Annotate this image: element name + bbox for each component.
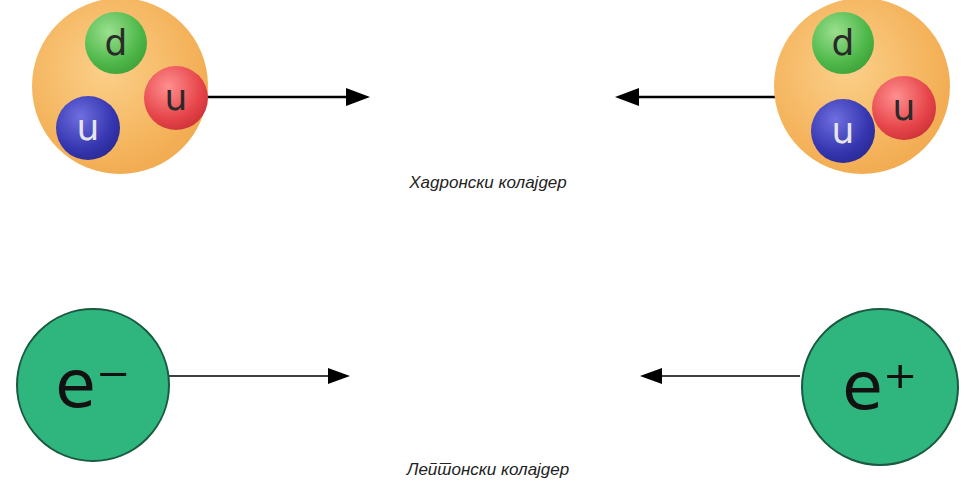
particle-symbol: e⁺ bbox=[842, 354, 917, 420]
quark-circle: u bbox=[56, 96, 120, 160]
quark-letter: u bbox=[832, 113, 855, 149]
caption-text: Лептонски колајдер bbox=[407, 460, 569, 480]
quark-circle: u bbox=[872, 76, 936, 140]
arrow bbox=[168, 368, 350, 384]
arrow bbox=[615, 88, 778, 106]
lepton-circle: e⁻ bbox=[16, 308, 170, 462]
arrow bbox=[205, 88, 370, 106]
arrow bbox=[640, 368, 800, 384]
quark-letter: u bbox=[77, 110, 100, 146]
quark-circle: u bbox=[144, 66, 208, 130]
proton-circle: d u u bbox=[32, 0, 208, 174]
quark-letter: d bbox=[105, 25, 128, 61]
quark-letter: u bbox=[893, 90, 916, 126]
caption-text: Хадронски колајдер bbox=[409, 173, 567, 193]
proton-circle: d u u bbox=[774, 0, 950, 174]
particle-symbol: e⁻ bbox=[55, 352, 130, 418]
quark-letter: d bbox=[832, 25, 855, 61]
quark-circle: u bbox=[811, 99, 875, 163]
lepton-circle: e⁺ bbox=[801, 308, 959, 466]
quark-circle: d bbox=[812, 12, 874, 74]
quark-letter: u bbox=[165, 80, 188, 116]
quark-circle: d bbox=[85, 12, 147, 74]
